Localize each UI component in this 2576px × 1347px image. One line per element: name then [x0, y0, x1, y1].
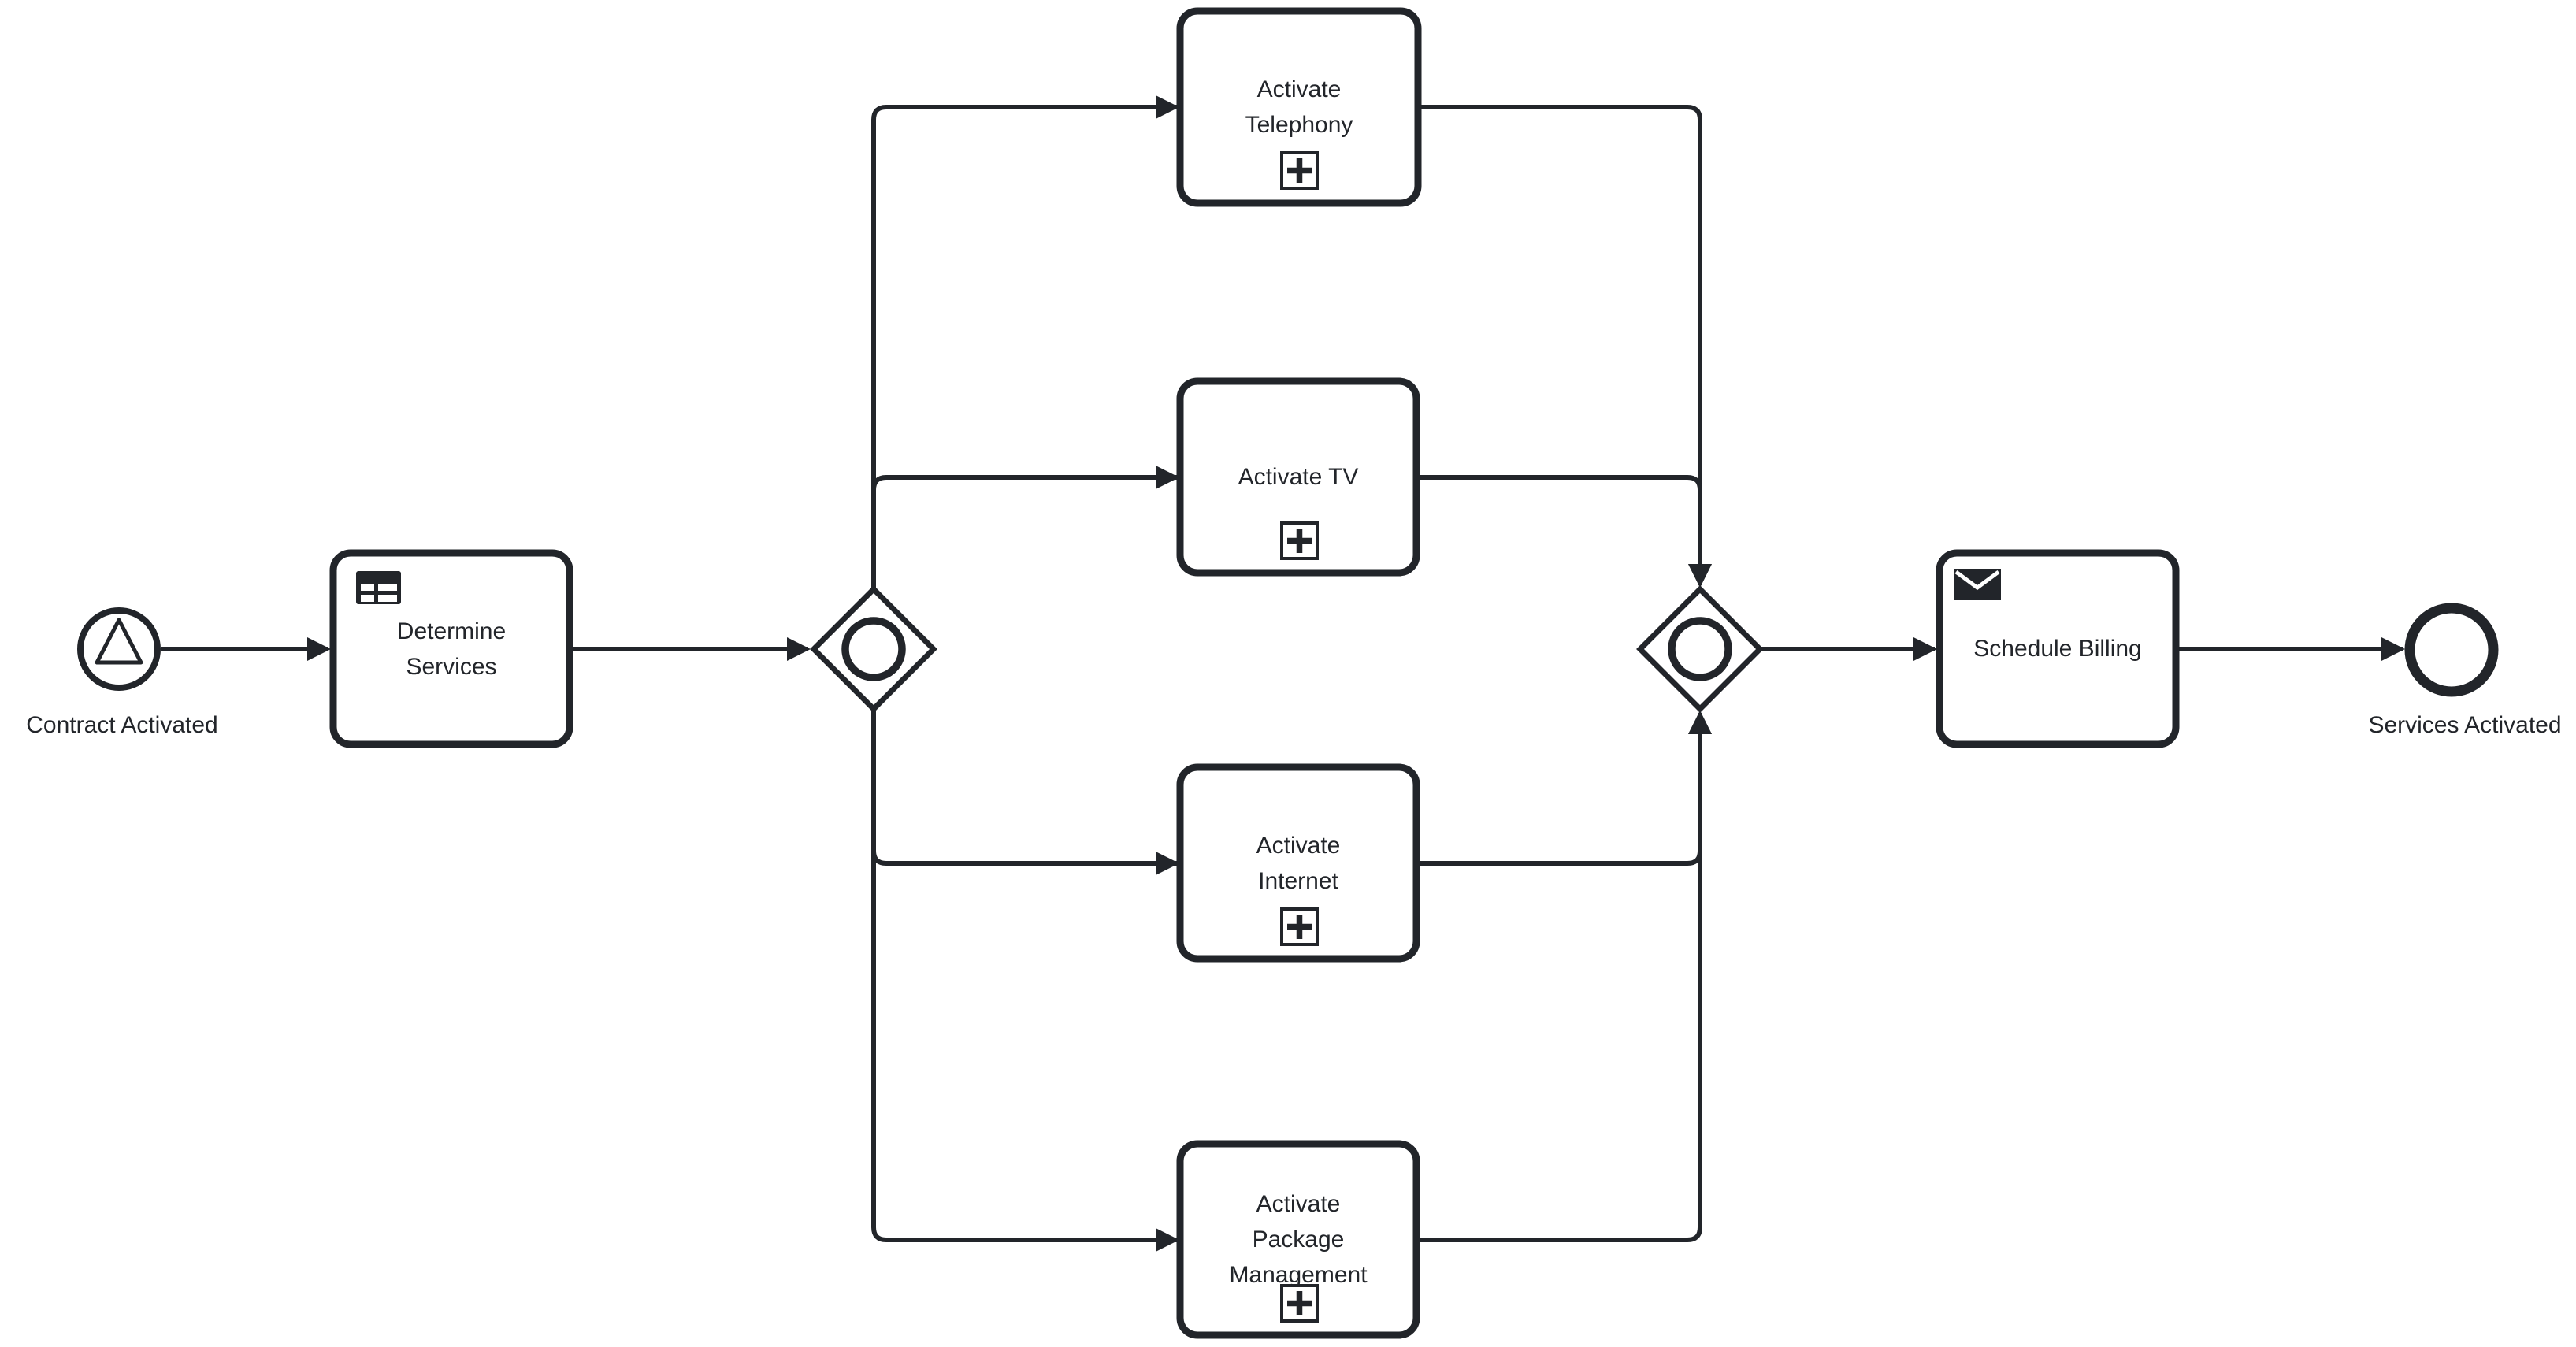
subprocess-plus-icon — [1280, 1284, 1319, 1323]
task-determine-services[interactable] — [329, 549, 573, 748]
inclusive-circle-icon — [841, 617, 906, 681]
flow-internet-to-join[interactable] — [1416, 711, 1712, 866]
message-envelope-icon — [1954, 569, 2001, 600]
signal-triangle-icon — [95, 618, 143, 665]
subprocess-plus-icon — [1280, 521, 1319, 560]
inclusive-circle-icon — [1668, 617, 1732, 681]
flow-split-to-tv[interactable] — [871, 466, 1179, 590]
subprocess-activate-internet[interactable] — [1176, 763, 1420, 963]
subprocess-activate-tv[interactable] — [1176, 377, 1420, 577]
inclusive-gateway-split[interactable] — [810, 585, 937, 713]
flow-split-to-telephony[interactable] — [871, 95, 1179, 590]
flow-package-to-join[interactable] — [1416, 711, 1712, 1242]
subprocess-plus-icon — [1280, 151, 1319, 190]
subprocess-activate-package-management[interactable] — [1176, 1140, 1420, 1339]
inclusive-gateway-join[interactable] — [1636, 585, 1764, 713]
start-event-contract-activated[interactable] — [77, 607, 161, 691]
flow-split-to-package[interactable] — [871, 708, 1179, 1252]
end-event-services-activated[interactable] — [2404, 603, 2499, 697]
flow-split-to-internet[interactable] — [871, 708, 1179, 875]
flow-telephony-to-join[interactable] — [1418, 105, 1712, 588]
subprocess-plus-icon — [1280, 907, 1319, 946]
task-schedule-billing[interactable] — [1936, 549, 2180, 748]
business-rule-table-icon — [356, 571, 401, 604]
subprocess-activate-telephony[interactable] — [1176, 7, 1422, 207]
flow-tv-to-join[interactable] — [1416, 475, 1712, 588]
